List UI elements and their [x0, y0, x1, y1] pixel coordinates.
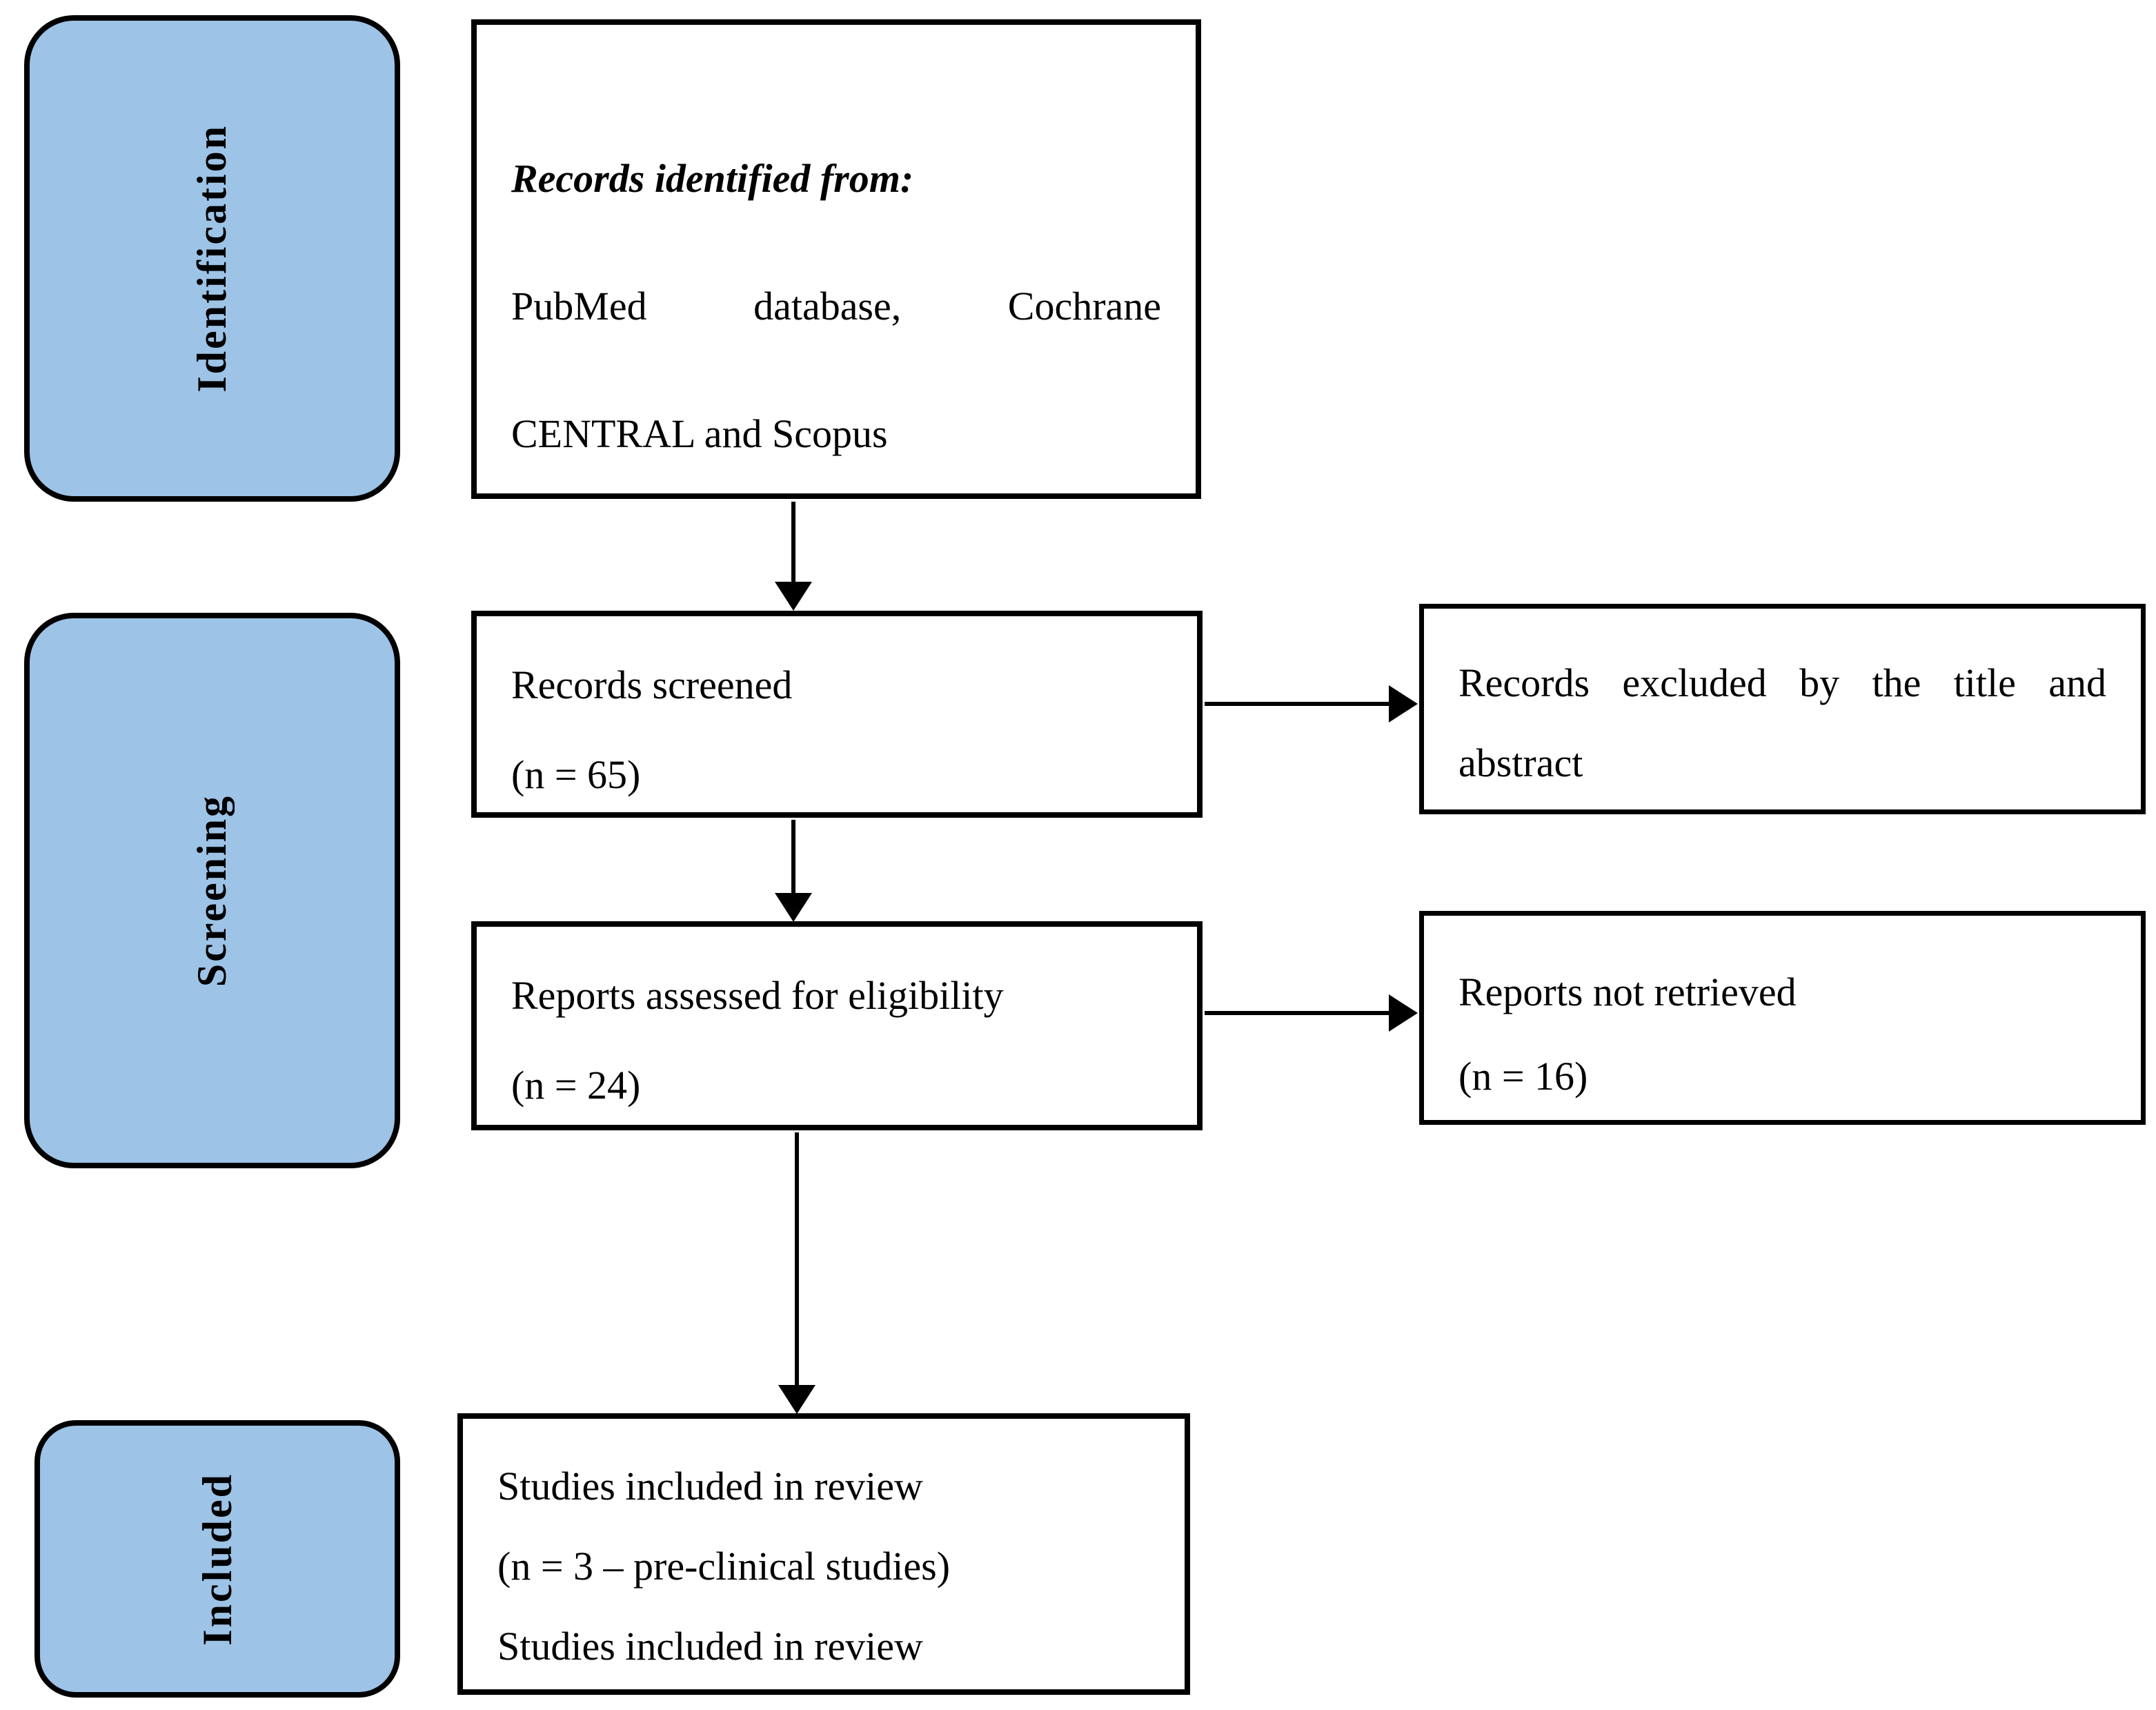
stage-identification-label: Identification [189, 124, 235, 393]
records-identified-sources-line1: PubMed database, Cochrane [511, 284, 1161, 328]
arrow-screened-to-excluded-head-icon [1389, 685, 1418, 723]
reports-not-retrieved-text: Reports not retrieved [1458, 970, 1797, 1014]
reports-assessed-text: Reports assessed for eligibility [511, 973, 1004, 1018]
records-identified-sources-line2: CENTRAL and Scopus [511, 411, 888, 456]
box-records-screened: Records screened (n = 65) [471, 611, 1203, 818]
studies-included-count: (n = 3 – pre-clinical studies) [497, 1544, 951, 1589]
records-screened-count: (n = 65) [511, 752, 641, 797]
studies-included-line1: Studies included in review [497, 1464, 923, 1508]
box-records-excluded: Records excluded by the title and abstra… [1419, 604, 2146, 814]
box-studies-included: Studies included in review (n = 3 – pre-… [457, 1413, 1190, 1695]
box-records-identified: Records identified from: PubMed database… [471, 19, 1201, 499]
records-identified-heading: Records identified from: [511, 156, 914, 201]
arrow-screened-to-assessed [791, 820, 795, 894]
arrow-assessed-to-not-retrieved [1205, 1011, 1389, 1015]
reports-assessed-count: (n = 24) [511, 1063, 641, 1108]
records-excluded-line1: Records excluded by the title and [1458, 660, 2106, 705]
arrow-assessed-to-included-head-icon [778, 1385, 815, 1414]
arrow-screened-to-assessed-head-icon [775, 893, 812, 922]
stage-screening: Screening [24, 613, 400, 1168]
arrow-screened-to-excluded [1205, 702, 1389, 706]
stage-included: Included [34, 1420, 400, 1698]
records-excluded-line2: abstract [1458, 740, 1583, 785]
stage-identification: Identification [24, 15, 400, 502]
arrow-assessed-to-not-retrieved-head-icon [1389, 994, 1418, 1032]
stage-screening-label: Screening [189, 794, 235, 987]
arrow-identified-to-screened-head-icon [775, 582, 812, 611]
stage-included-label: Included [194, 1472, 240, 1646]
box-reports-assessed: Reports assessed for eligibility (n = 24… [471, 921, 1203, 1130]
arrow-assessed-to-included [795, 1132, 799, 1386]
studies-included-line3: Studies included in review [497, 1624, 923, 1669]
reports-not-retrieved-count: (n = 16) [1458, 1054, 1588, 1099]
records-screened-text: Records screened [511, 662, 793, 707]
box-reports-not-retrieved: Reports not retrieved (n = 16) [1419, 911, 2146, 1125]
arrow-identified-to-screened [791, 502, 795, 583]
